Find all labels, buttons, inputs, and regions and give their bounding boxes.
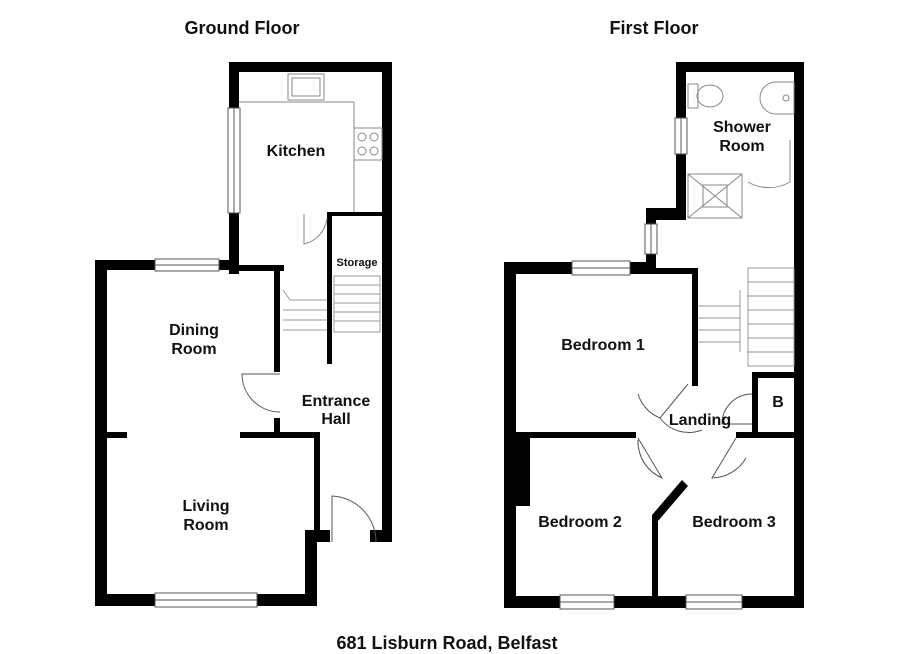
room-label-shower-line1: Shower xyxy=(713,119,771,136)
room-label-bedroom-3: Bedroom 3 xyxy=(692,514,776,531)
room-label-storage: Storage xyxy=(336,257,378,269)
room-label-dining-line2: Room xyxy=(171,341,217,358)
shower-room-fixtures xyxy=(687,81,795,219)
first-floor-interior-walls xyxy=(516,268,794,597)
first-floor-stairs xyxy=(698,267,795,367)
room-label-cupboard: B xyxy=(772,394,784,411)
room-label-entrance-line1: Entrance xyxy=(301,393,371,410)
ground-floor-stairs xyxy=(282,275,381,333)
room-label-living-line1: Living xyxy=(182,498,230,515)
first-floor-windows xyxy=(559,117,743,610)
ground-floor-plan xyxy=(95,62,392,608)
ground-floor-interior-walls xyxy=(107,212,382,530)
room-label-shower-line2: Room xyxy=(719,138,765,155)
room-label-entrance-line2: Hall xyxy=(321,411,351,428)
room-label-living-line2: Room xyxy=(183,517,229,534)
room-label-bedroom-2: Bedroom 2 xyxy=(538,514,622,531)
room-label-kitchen: Kitchen xyxy=(266,143,326,160)
first-floor-plan xyxy=(504,62,804,610)
room-label-landing: Landing xyxy=(668,412,732,429)
first-floor-title: First Floor xyxy=(609,18,699,38)
kitchen-fixtures xyxy=(239,73,383,245)
room-label-dining-line1: Dining xyxy=(169,322,219,339)
property-address: 681 Lisburn Road, Belfast xyxy=(336,633,558,653)
ground-floor-doors xyxy=(241,373,377,543)
room-label-bedroom-1: Bedroom 1 xyxy=(561,337,645,354)
first-floor-doors xyxy=(637,383,753,480)
ground-floor-title: Ground Floor xyxy=(184,18,300,38)
ground-floor-windows xyxy=(154,107,258,608)
